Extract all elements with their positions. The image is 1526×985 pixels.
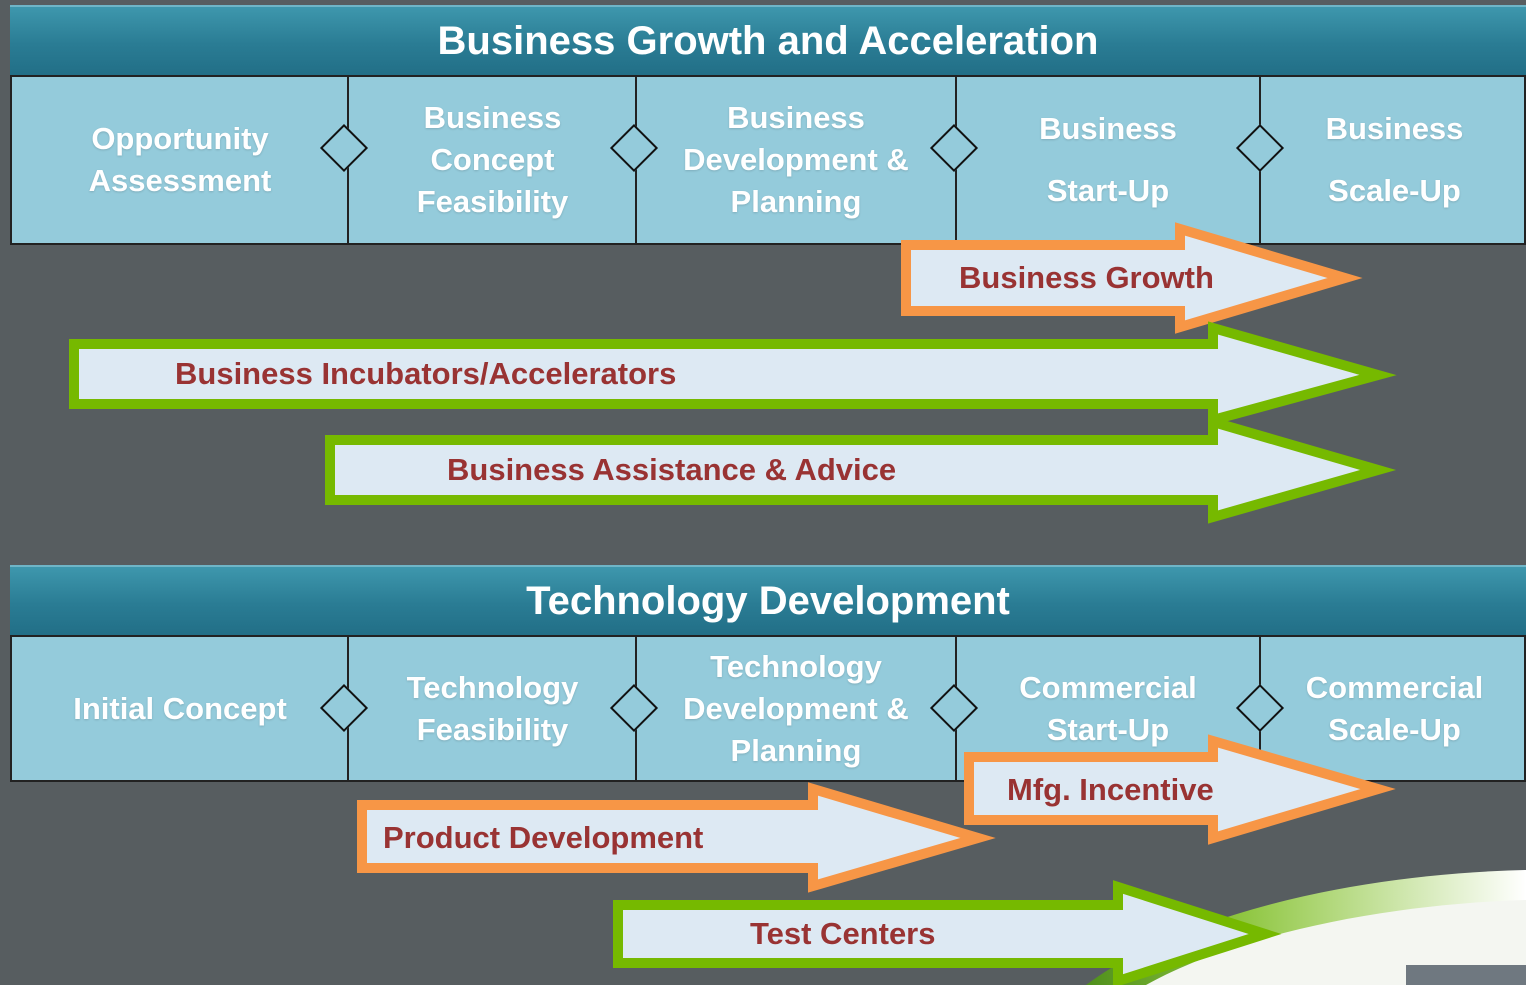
mfg-incentive-arrow bbox=[964, 734, 1396, 845]
business-incubators-label: Business Incubators/Accelerators bbox=[175, 356, 677, 391]
stage-business-scale-up: Business Scale-Up bbox=[1325, 111, 1464, 208]
stage-initial-concept: Initial Concept bbox=[73, 690, 287, 726]
stage-technology-development-planning: Technology Development & Planning bbox=[683, 648, 909, 768]
business-growth-label: Business Growth bbox=[959, 260, 1214, 295]
stage-business-development-planning: Business Development & Planning bbox=[683, 100, 909, 219]
business-growth-arrow bbox=[901, 222, 1363, 334]
stage-business-concept-feasibility: Business Concept Feasibility bbox=[416, 100, 569, 219]
business-section-title: Business Growth and Acceleration bbox=[437, 18, 1099, 63]
business-assistance-arrow bbox=[325, 415, 1397, 524]
mfg-incentive-label: Mfg. Incentive bbox=[1007, 772, 1214, 807]
business-assistance-label: Business Assistance & Advice bbox=[447, 452, 897, 487]
test-centers-arrow bbox=[613, 880, 1282, 985]
stage-commercial-start-up: Commercial Start-Up bbox=[1019, 670, 1197, 747]
technology-section-title: Technology Development bbox=[526, 578, 1010, 623]
stage-business-start-up: Business Start-Up bbox=[1039, 111, 1177, 208]
product-development-arrow bbox=[357, 782, 996, 893]
stage-technology-feasibility: Technology Feasibility bbox=[406, 669, 579, 747]
test-centers-label: Test Centers bbox=[750, 916, 936, 951]
business-section-header: Business Growth and Acceleration bbox=[10, 5, 1526, 75]
stage-opportunity-assessment: Opportunity Assessment bbox=[88, 121, 272, 198]
business-incubators-arrow bbox=[69, 321, 1397, 427]
technology-section-header: Technology Development bbox=[10, 565, 1526, 635]
product-development-label: Product Development bbox=[383, 820, 704, 855]
business-stage-row: Opportunity Assessment Business Concept … bbox=[10, 75, 1526, 245]
stage-commercial-scale-up: Commercial Scale-Up bbox=[1305, 670, 1484, 747]
